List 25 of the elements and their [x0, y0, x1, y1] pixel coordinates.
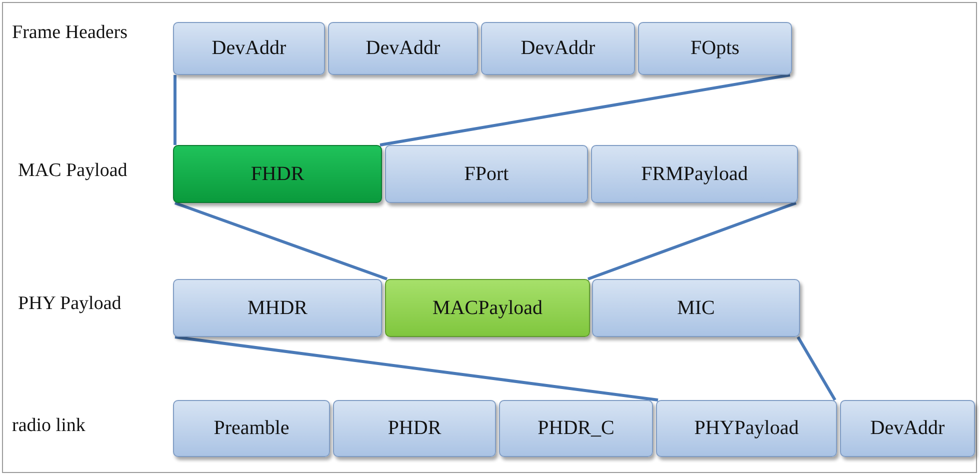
- field-box: PHYPayload: [656, 400, 837, 457]
- row-label: radio link: [12, 415, 86, 437]
- field-box: PHDR_C: [499, 400, 653, 457]
- expansion-line: [174, 202, 388, 280]
- field-box: Preamble: [173, 400, 330, 457]
- field-box: MIC: [592, 279, 800, 337]
- field-box: FHDR: [173, 145, 382, 203]
- expansion-line: [587, 202, 797, 280]
- field-box: DevAddr: [481, 22, 635, 75]
- expansion-line: [796, 336, 836, 401]
- field-box: FRMPayload: [591, 145, 798, 203]
- field-box: DevAddr: [328, 22, 478, 75]
- row-label: PHY Payload: [18, 293, 122, 315]
- expansion-line: [174, 336, 658, 402]
- field-box: FOpts: [638, 22, 792, 75]
- expansion-line: [174, 75, 176, 145]
- field-box: FPort: [385, 145, 588, 203]
- row-label: Frame Headers: [12, 22, 128, 44]
- field-box: PHDR: [333, 400, 496, 457]
- row-label: MAC Payload: [18, 160, 128, 182]
- field-box: MACPayload: [385, 279, 590, 337]
- expansion-line: [380, 74, 790, 146]
- field-box: DevAddr: [173, 22, 325, 75]
- field-box: MHDR: [173, 279, 382, 337]
- field-box: DevAddr: [840, 400, 975, 457]
